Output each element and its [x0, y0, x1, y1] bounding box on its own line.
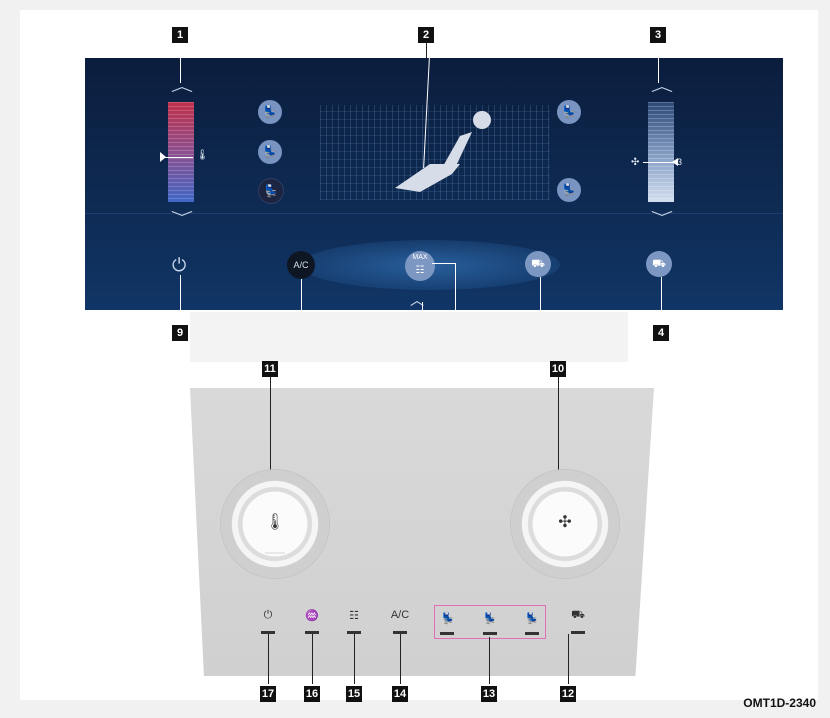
callout-13: 13	[481, 686, 497, 702]
recirculation-icon: ⛟	[531, 258, 545, 270]
seat-back-icon	[442, 132, 472, 168]
seat-cushion-icon	[395, 164, 460, 192]
temp-down-icon[interactable]: ﹀	[171, 208, 193, 228]
passenger-seat-heating-button[interactable]: 💺	[557, 178, 581, 202]
seat-ventilation-icon[interactable]: 💺	[438, 612, 458, 625]
leader-16	[312, 634, 313, 684]
front-defrost-icon[interactable]: ☷	[344, 609, 364, 622]
rear-defrost-icon[interactable]: ♒	[302, 609, 322, 622]
temperature-knob-indicator	[265, 552, 285, 554]
seat-heating-button[interactable]: 💺	[258, 140, 282, 164]
panel-ac-button[interactable]: A/C	[386, 609, 414, 621]
fresh-air-button[interactable]: ⛟	[646, 251, 672, 277]
recirculation-button[interactable]: ⛟	[525, 251, 551, 277]
seat-ventilation-led	[440, 632, 454, 635]
thermometer-icon: 🌡	[221, 512, 329, 532]
leader-12	[568, 634, 569, 684]
fan-level: 3	[677, 157, 682, 167]
leader-4	[661, 277, 662, 325]
passenger-seat-ventilation-button[interactable]: 💺	[557, 100, 581, 124]
seat-heating-led	[483, 632, 497, 635]
fan-indicator	[643, 162, 675, 163]
thermometer-icon: 🌡	[196, 150, 209, 161]
max-defrost-button[interactable]: MAX ☷	[405, 251, 435, 281]
callout-2: 2	[418, 27, 434, 43]
seat-head-icon	[473, 111, 491, 129]
leader-15	[354, 634, 355, 684]
callout-14: 14	[392, 686, 408, 702]
callout-16: 16	[304, 686, 320, 702]
steering-heating-icon[interactable]: 💺	[522, 612, 542, 625]
callout-15: 15	[346, 686, 362, 702]
recirculation-icon[interactable]: ⛟	[565, 609, 591, 623]
seat-illustration	[390, 108, 500, 198]
fan-down-icon[interactable]: ﹀	[651, 208, 673, 228]
fan-knob[interactable]: ✣	[511, 470, 619, 578]
fan-speed-scale[interactable]	[648, 102, 674, 202]
leader-14	[400, 634, 401, 684]
callout-17: 17	[260, 686, 276, 702]
temperature-scale[interactable]	[168, 102, 194, 202]
ac-button[interactable]: A/C	[287, 251, 315, 279]
recirculation-led	[571, 631, 585, 634]
leader-17	[268, 634, 269, 684]
panel-power-icon[interactable]: ⏻	[258, 609, 278, 622]
leader-3	[658, 43, 659, 83]
fresh-air-icon: ⛟	[652, 258, 666, 270]
temperature-pointer-icon	[160, 152, 166, 162]
callout-10: 10	[550, 361, 566, 377]
fan-icon: ✣	[511, 512, 619, 532]
temperature-knob[interactable]: 🌡	[221, 470, 329, 578]
leader-6-h	[432, 263, 455, 264]
callout-11: 11	[262, 361, 278, 377]
temp-up-icon[interactable]: ︿	[171, 76, 193, 96]
leader-1	[180, 43, 181, 83]
callout-12: 12	[560, 686, 576, 702]
leader-9	[180, 275, 181, 325]
seat-ventilation-button[interactable]: 💺	[258, 100, 282, 124]
callout-4: 4	[653, 325, 669, 341]
figure-code: OMT1D-2340	[743, 696, 816, 710]
temperature-indicator	[163, 157, 193, 158]
leader-13	[489, 637, 490, 684]
leader-2-top	[426, 43, 427, 58]
steering-heating-led	[525, 632, 539, 635]
power-icon[interactable]: ⏻	[172, 255, 186, 276]
callout-9: 9	[172, 325, 188, 341]
seat-heating-icon[interactable]: 💺	[480, 612, 500, 625]
seat-massage-button[interactable]: 💺	[258, 178, 284, 204]
max-defrost-icon: ☷	[405, 256, 435, 286]
panel-backdrop	[190, 312, 628, 362]
callout-3: 3	[650, 27, 666, 43]
fan-icon: ✣	[631, 157, 639, 168]
fan-up-icon[interactable]: ︿	[651, 76, 673, 96]
callout-1: 1	[172, 27, 188, 43]
